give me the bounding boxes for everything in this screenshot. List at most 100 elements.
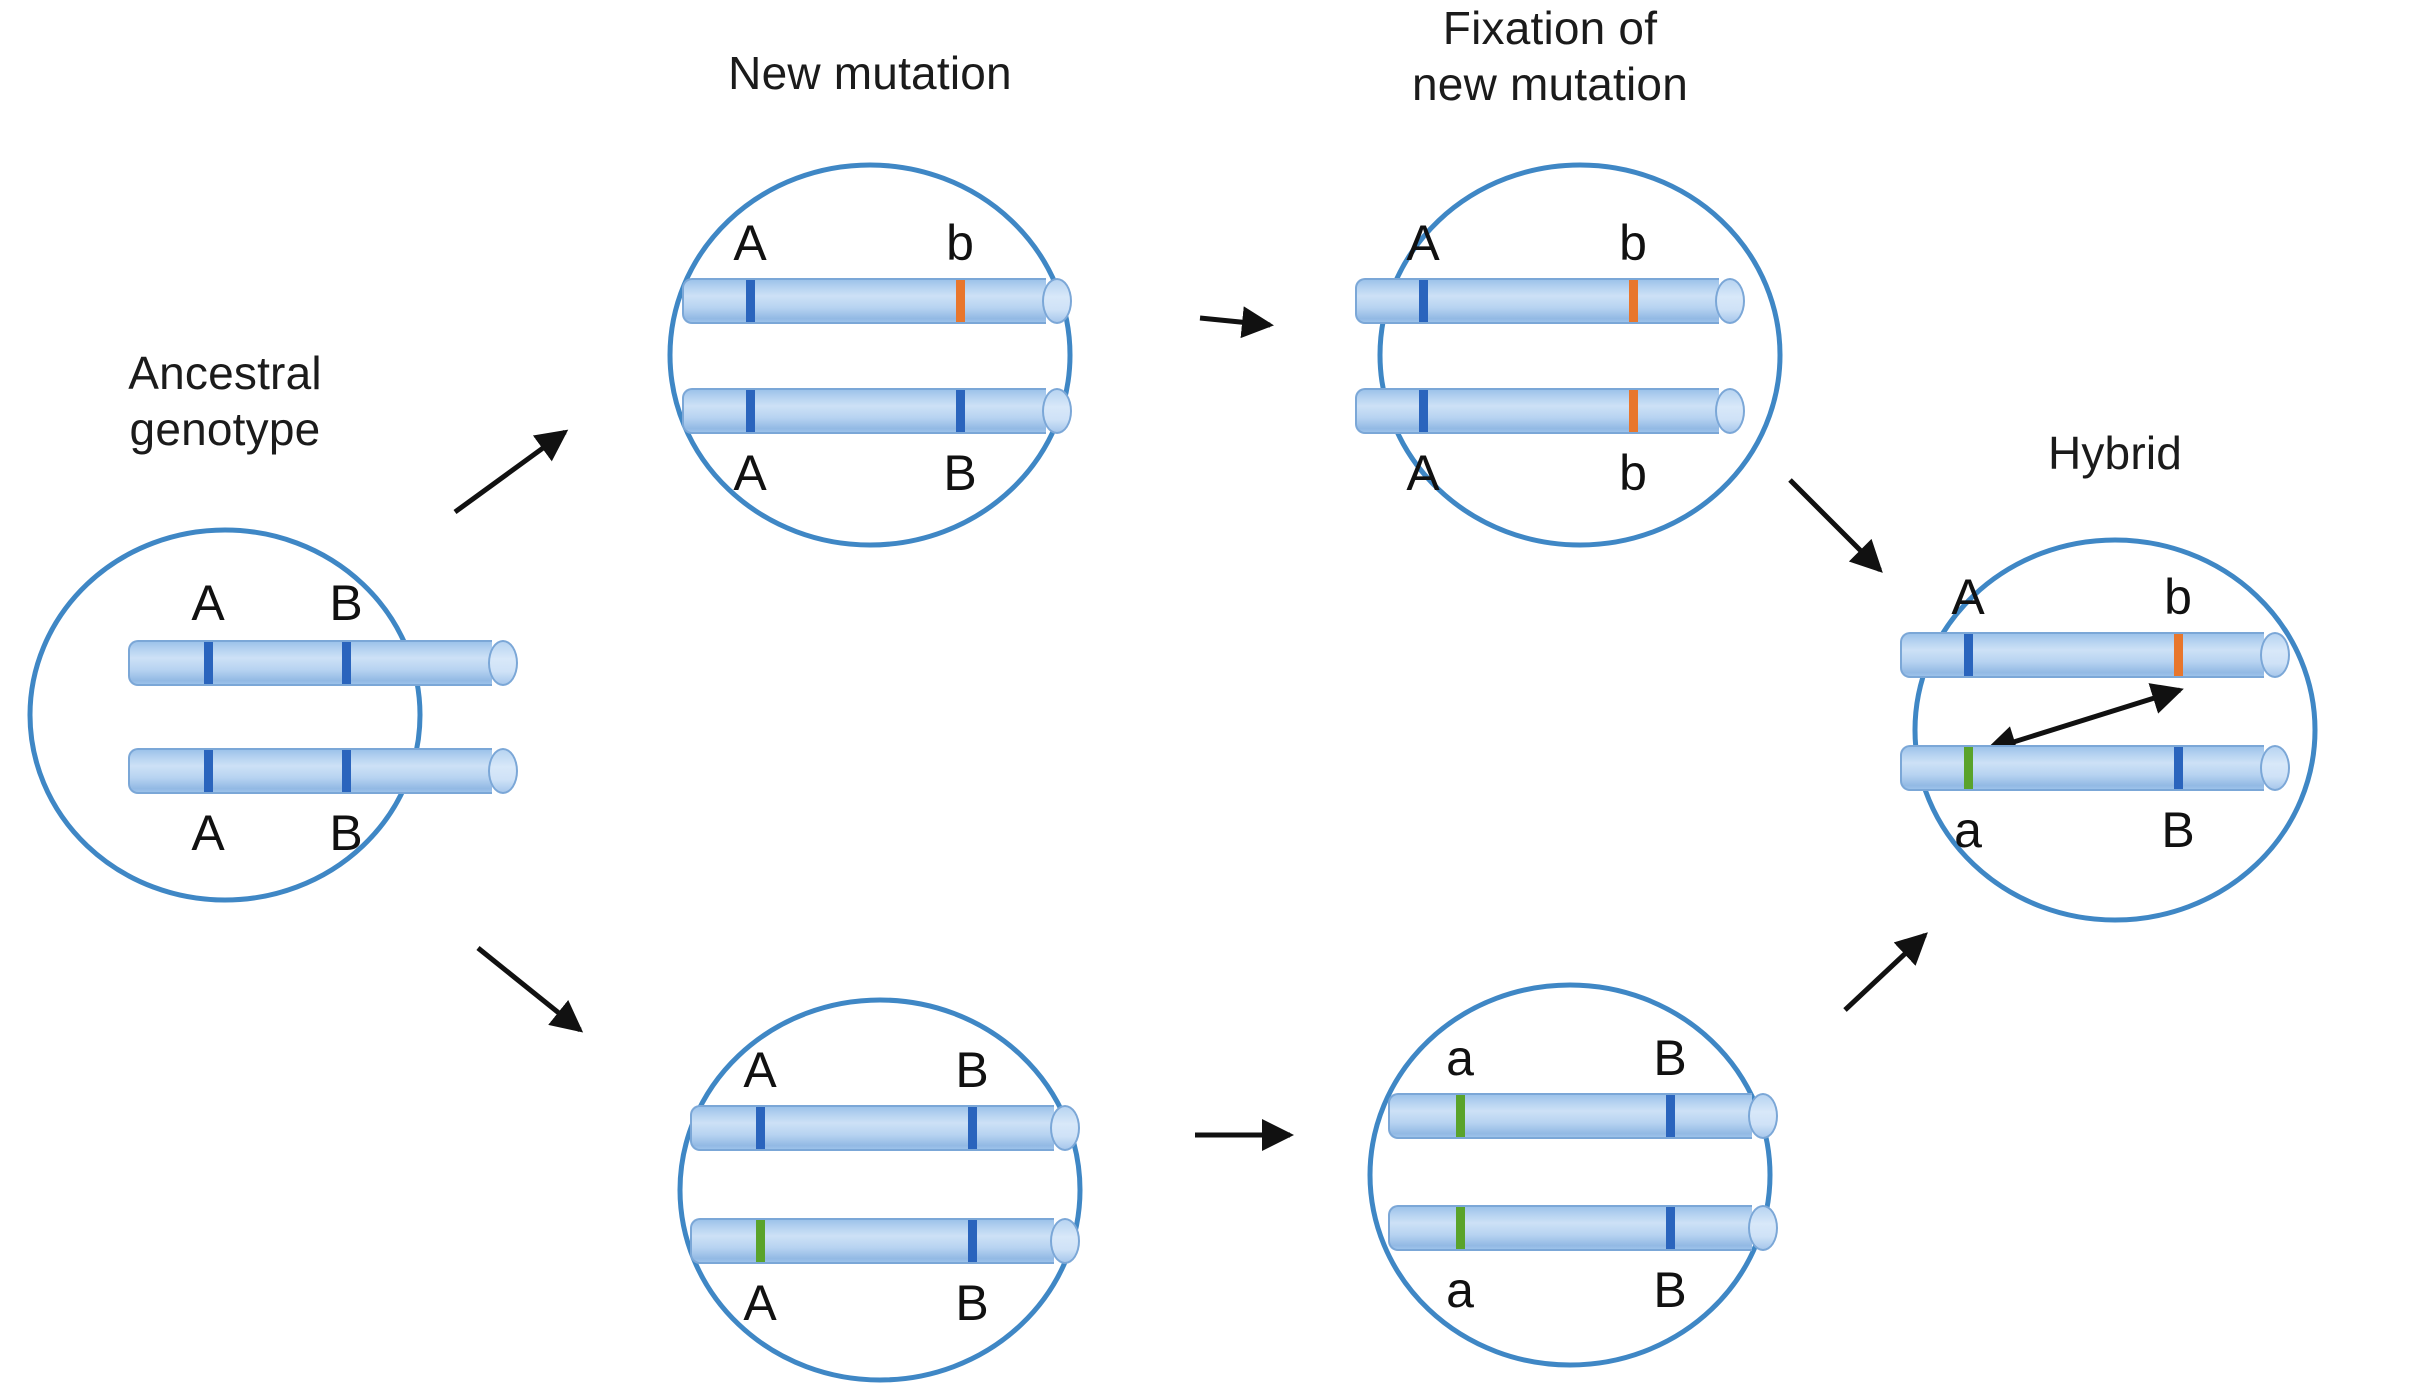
chromosome-body: [1900, 632, 2264, 678]
band-locus-b-mutation: [1629, 390, 1638, 432]
cell-new-mutation[interactable]: [667, 162, 1073, 548]
arrow-fixation-to-hybrid: [1788, 478, 1883, 573]
chromosome-hybrid-bottom[interactable]: [1900, 745, 2290, 791]
band-locus-A: [1419, 280, 1428, 322]
arrow-ancestral-to-lower-new-mutation: [476, 946, 584, 1033]
label-lower-new-mutation-top-B: B: [955, 1042, 989, 1098]
chromosome-cap: [2260, 632, 2290, 678]
chromosome-body: [128, 640, 492, 686]
chromosome-fixation-bottom[interactable]: [1355, 388, 1745, 434]
band-locus-a-mutation: [1964, 747, 1973, 789]
chromosome-cap: [1050, 1105, 1080, 1151]
chromosome-ancestral-top[interactable]: [128, 640, 518, 686]
band-locus-A: [1964, 634, 1973, 676]
label-ancestral-bottom-A: A: [191, 805, 225, 861]
chromosome-cap: [1042, 388, 1072, 434]
chromosome-body: [1388, 1093, 1752, 1139]
band-locus-A: [204, 642, 213, 684]
band-locus-B: [2174, 747, 2183, 789]
chromosome-cap: [488, 748, 518, 794]
chromosome-body: [682, 278, 1046, 324]
band-locus-A: [746, 280, 755, 322]
band-locus-B: [1666, 1095, 1675, 1137]
arrow-lower-fixation-to-hybrid: [1843, 932, 1928, 1012]
chromosome-cap: [1042, 278, 1072, 324]
label-lower-new-mutation-bottom-B: B: [955, 1275, 989, 1331]
cell-ancestral[interactable]: [27, 527, 423, 903]
chromosome-cap: [1715, 388, 1745, 434]
label-fixation-bottom-b: b: [1619, 445, 1647, 501]
label-lower-fixation-bottom-a: a: [1446, 1262, 1474, 1318]
label-ancestral-top-B: B: [329, 575, 363, 631]
cell-lower-new-mutation[interactable]: [677, 997, 1083, 1383]
label-lower-fixation-top-B: B: [1653, 1030, 1687, 1086]
chromosome-body: [1900, 745, 2264, 791]
arrow-ancestral-to-new-mutation: [453, 429, 569, 515]
label-new-mutation-bottom-B: B: [943, 445, 977, 501]
label-new-mutation-top-b: b: [946, 215, 974, 271]
label-hybrid-top-b: b: [2164, 569, 2192, 625]
title-hybrid: Hybrid: [2047, 427, 2183, 479]
band-locus-b-mutation: [1629, 280, 1638, 322]
arrow-new-mutation-to-fixation: [1199, 306, 1274, 339]
chromosome-cap: [1715, 278, 1745, 324]
chromosome-cap: [2260, 745, 2290, 791]
band-locus-a-mutation: [756, 1220, 765, 1262]
label-new-mutation-bottom-A: A: [733, 445, 767, 501]
band-locus-a-mutation: [1456, 1095, 1465, 1137]
chromosome-lower-new-mutation-top[interactable]: [690, 1105, 1080, 1151]
chromosome-body: [128, 748, 492, 794]
label-fixation-top-A: A: [1406, 215, 1440, 271]
chromosome-lower-fixation-top[interactable]: [1388, 1093, 1778, 1139]
title-fixation: Fixation of new mutation: [1412, 2, 1688, 111]
chromosome-hybrid-top[interactable]: [1900, 632, 2290, 678]
label-hybrid-bottom-a: a: [1954, 802, 1982, 858]
chromosome-fixation-top[interactable]: [1355, 278, 1745, 324]
chromosome-ancestral-bottom[interactable]: [128, 748, 518, 794]
label-lower-new-mutation-bottom-A: A: [743, 1275, 777, 1331]
chromosome-body: [682, 388, 1046, 434]
band-locus-A: [1419, 390, 1428, 432]
title-new-mutation: New mutation: [728, 47, 1012, 99]
band-locus-B: [342, 642, 351, 684]
band-locus-B: [1666, 1207, 1675, 1249]
label-lower-fixation-bottom-B: B: [1653, 1262, 1687, 1318]
cell-lower-fixation[interactable]: [1367, 982, 1773, 1368]
band-locus-A: [204, 750, 213, 792]
label-ancestral-bottom-B: B: [329, 805, 363, 861]
band-locus-B: [968, 1107, 977, 1149]
label-hybrid-bottom-B: B: [2161, 802, 2195, 858]
chromosome-body: [1388, 1205, 1752, 1251]
label-lower-fixation-top-a: a: [1446, 1030, 1474, 1086]
title-ancestral: Ancestral genotype: [128, 347, 322, 456]
chromosome-lower-fixation-bottom[interactable]: [1388, 1205, 1778, 1251]
chromosome-body: [690, 1218, 1054, 1264]
chromosome-body: [1355, 388, 1719, 434]
chromosome-cap: [1748, 1093, 1778, 1139]
band-locus-B: [342, 750, 351, 792]
band-locus-a-mutation: [1456, 1207, 1465, 1249]
chromosome-new-mutation-bottom[interactable]: [682, 388, 1072, 434]
chromosome-cap: [1748, 1205, 1778, 1251]
chromosome-cap: [488, 640, 518, 686]
chromosome-cap: [1050, 1218, 1080, 1264]
chromosome-new-mutation-top[interactable]: [682, 278, 1072, 324]
chromosome-body: [1355, 278, 1719, 324]
band-locus-A: [756, 1107, 765, 1149]
label-lower-new-mutation-top-A: A: [743, 1042, 777, 1098]
band-locus-A: [746, 390, 755, 432]
band-locus-b-mutation: [2174, 634, 2183, 676]
band-locus-b-mutation: [956, 280, 965, 322]
chromosome-body: [690, 1105, 1054, 1151]
label-fixation-top-b: b: [1619, 215, 1647, 271]
band-locus-B: [968, 1220, 977, 1262]
cell-fixation[interactable]: [1377, 162, 1783, 548]
label-new-mutation-top-A: A: [733, 215, 767, 271]
chromosome-lower-new-mutation-bottom[interactable]: [690, 1218, 1080, 1264]
label-hybrid-top-A: A: [1951, 569, 1985, 625]
label-fixation-bottom-A: A: [1406, 445, 1440, 501]
band-locus-B: [956, 390, 965, 432]
label-ancestral-top-A: A: [191, 575, 225, 631]
